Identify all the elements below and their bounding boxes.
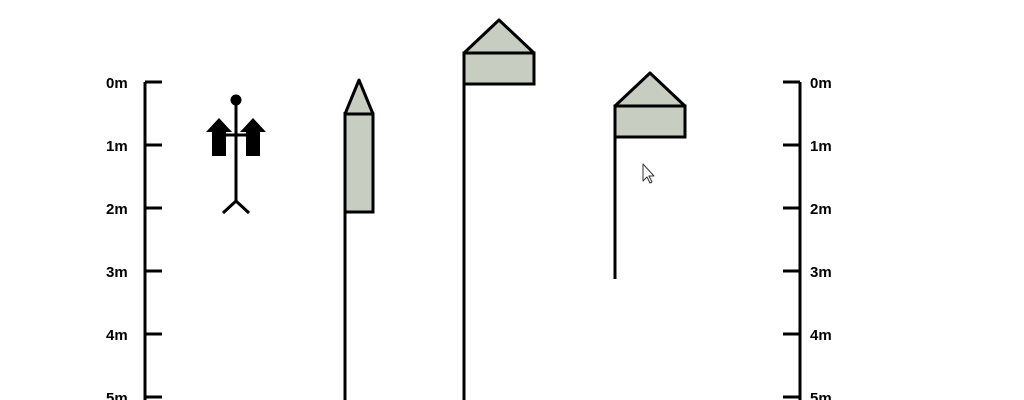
marker-spire-tip — [343, 78, 375, 116]
marker-roof — [613, 71, 687, 108]
marker-spire-body — [343, 112, 375, 214]
arrow-up-icon — [240, 118, 266, 156]
left-tick-label: 5m — [106, 390, 128, 400]
mouse-pointer-icon — [642, 163, 655, 184]
person-standing-icon — [206, 94, 266, 215]
left-tick-label: 1m — [106, 138, 128, 155]
right-scale-labels: 0m 1m 2m 3m 4m 5m — [810, 75, 832, 400]
marker-house-tall — [462, 18, 536, 400]
left-scale-ticks — [145, 80, 162, 399]
right-tick-label: 5m — [810, 390, 832, 400]
right-scale-ticks — [783, 80, 800, 399]
marker-body — [613, 104, 687, 139]
arrow-up-icon — [206, 118, 232, 156]
left-scale-labels: 0m 1m 2m 3m 4m 5m — [106, 75, 128, 400]
marker-body — [462, 51, 536, 86]
left-tick-label: 2m — [106, 201, 128, 218]
right-tick-label: 2m — [810, 201, 832, 218]
left-tick-label: 0m — [106, 75, 128, 92]
right-tick-label: 3m — [810, 264, 832, 281]
right-scale: 0m 1m 2m 3m 4m 5m — [783, 75, 832, 400]
right-tick-label: 4m — [810, 327, 832, 344]
marker-house-short — [613, 71, 687, 279]
marker-roof — [462, 18, 536, 55]
left-tick-label: 3m — [106, 264, 128, 281]
right-tick-label: 0m — [810, 75, 832, 92]
marker-spire — [343, 78, 375, 400]
left-scale: 0m 1m 2m 3m 4m 5m — [106, 75, 162, 400]
left-tick-label: 4m — [106, 327, 128, 344]
right-tick-label: 1m — [810, 138, 832, 155]
